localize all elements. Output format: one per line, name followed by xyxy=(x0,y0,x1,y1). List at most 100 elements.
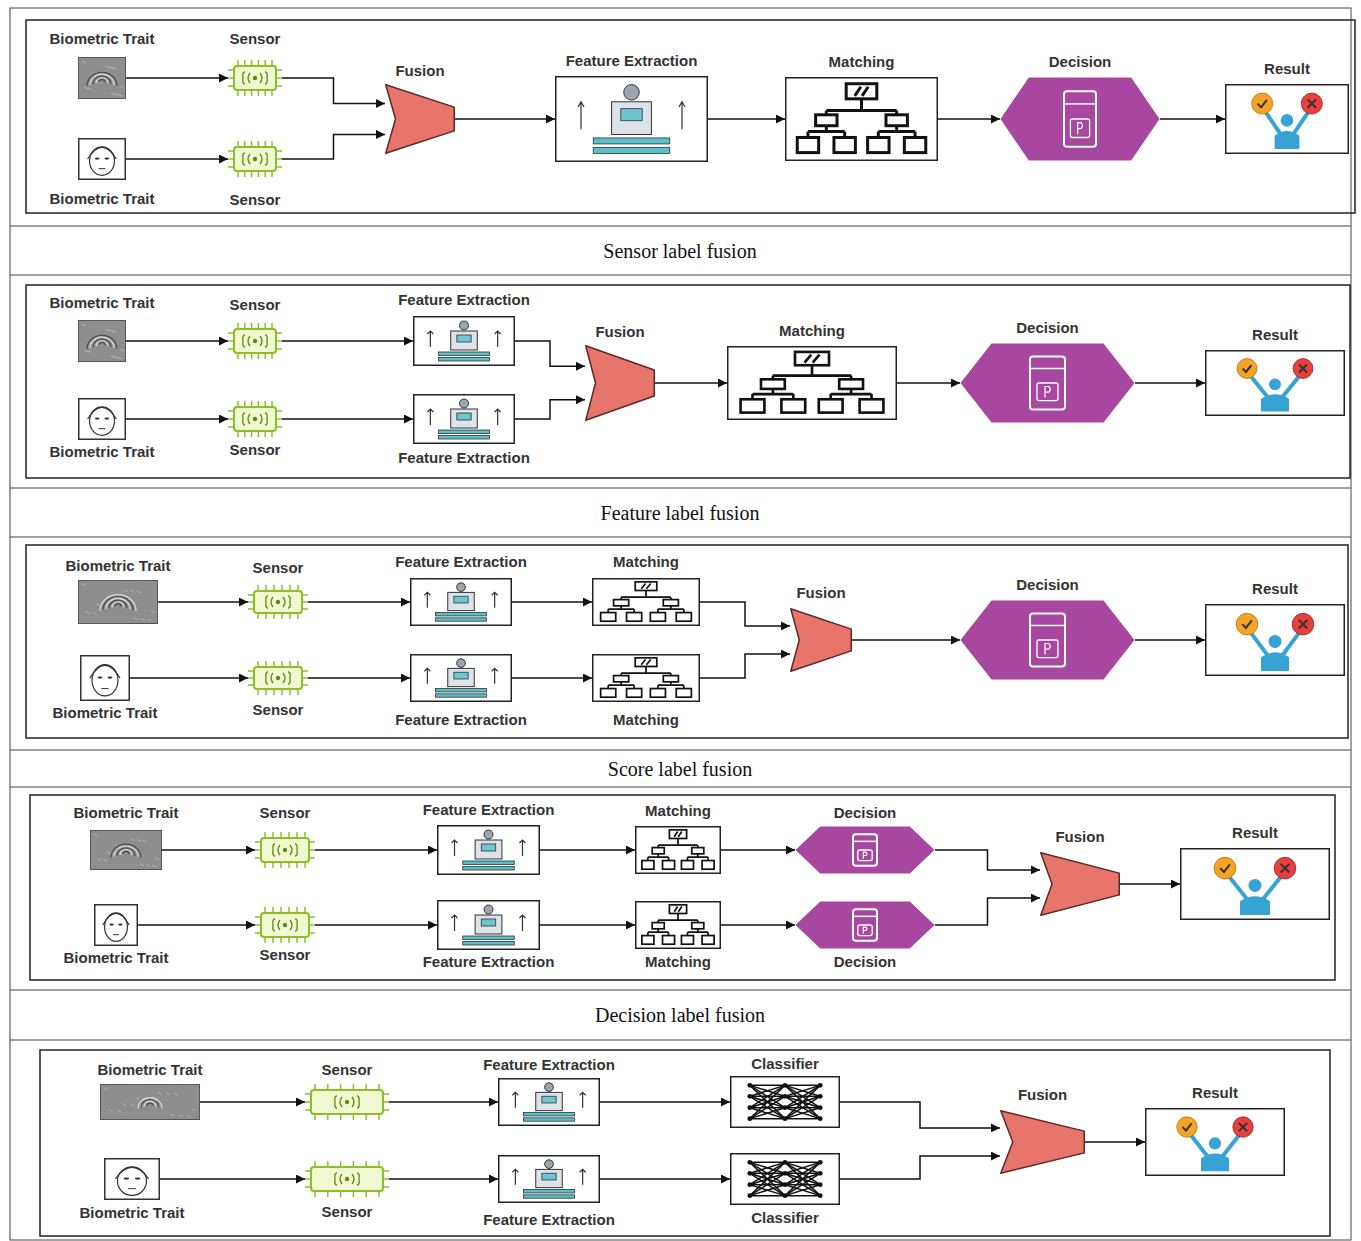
box-border xyxy=(411,655,512,702)
feature-extraction-box-icon xyxy=(410,654,512,702)
person-arm xyxy=(1265,111,1281,135)
node-label: Result xyxy=(1264,60,1310,78)
fe-arrow xyxy=(580,1092,586,1107)
face-eye xyxy=(118,924,122,926)
fingerprint-noise xyxy=(120,86,124,88)
fusion-shape xyxy=(1001,1111,1085,1174)
feature-extraction-box-icon xyxy=(498,1078,600,1126)
node-label: Fusion xyxy=(1055,828,1104,846)
chip-body xyxy=(261,838,309,862)
accept-check xyxy=(1182,1123,1191,1130)
tree-node xyxy=(761,379,785,389)
fe-body xyxy=(448,668,475,686)
decision-hexagon: Decision xyxy=(960,600,1135,680)
tree-icon xyxy=(741,352,884,413)
fingerprint-noise xyxy=(109,67,113,69)
tree-root xyxy=(635,658,657,667)
face-image-icon xyxy=(78,138,126,180)
fe-screen xyxy=(457,413,471,420)
node-label: Biometric Trait xyxy=(49,190,154,208)
connector-arrow xyxy=(126,418,228,420)
fingerprint-noise xyxy=(140,864,144,866)
tree-node xyxy=(652,923,664,929)
network-node xyxy=(783,1094,788,1099)
accept-circle xyxy=(1237,359,1257,379)
reject-circle xyxy=(1301,93,1322,114)
connector-arrow xyxy=(126,158,228,160)
fingerprint-ridge xyxy=(123,851,129,854)
node-label: Biometric Trait xyxy=(49,294,154,312)
face-eye xyxy=(109,924,113,926)
tree-leaf xyxy=(663,861,675,870)
face-image-icon xyxy=(94,904,138,946)
fusion-block-icon xyxy=(385,84,455,154)
connector-arrow xyxy=(158,601,248,603)
tree-root-mark xyxy=(641,660,651,665)
node-label: Sensor xyxy=(230,296,281,314)
chip-dot xyxy=(253,339,257,343)
matching-box-icon xyxy=(635,901,721,949)
connector-arrow xyxy=(600,1101,730,1103)
node-label: Feature Extraction xyxy=(398,449,530,467)
sensor-chip-icon xyxy=(248,585,308,619)
connector-arrow xyxy=(840,1102,1000,1128)
matching-box: Matching xyxy=(635,826,721,874)
panel-frame xyxy=(26,285,1350,478)
tree-leaf xyxy=(681,861,693,870)
connector-arrow xyxy=(308,601,410,603)
fingerprint-noise xyxy=(152,865,156,867)
fingerprint-image-icon xyxy=(100,1084,200,1120)
node-label: Decision xyxy=(834,953,897,971)
decision-hexagon: Decision xyxy=(960,343,1135,423)
result-box: Result xyxy=(1180,848,1330,920)
chip-dot xyxy=(283,848,287,852)
network-node xyxy=(747,1083,752,1088)
fe-arrow xyxy=(452,840,458,856)
network-link xyxy=(750,1085,785,1118)
node-label: Biometric Trait xyxy=(65,557,170,575)
node-label: Sensor xyxy=(260,804,311,822)
node-label: Biometric Trait xyxy=(79,1204,184,1222)
classifier-box: Classifier xyxy=(730,1153,840,1205)
table-rule xyxy=(10,226,1351,227)
tree-leaf xyxy=(650,689,665,698)
network-link xyxy=(750,1195,785,1197)
fusion-block-icon xyxy=(585,345,655,421)
network-node xyxy=(818,1182,823,1187)
box-border xyxy=(593,579,700,626)
caption: Score label fusion xyxy=(608,757,752,781)
fingerprint-noise xyxy=(105,66,109,68)
fingerprint-noise xyxy=(96,604,100,606)
sensor-chip-icon xyxy=(228,141,282,177)
fingerprint-image-icon xyxy=(90,830,162,870)
accept-check xyxy=(1220,864,1230,872)
chip-body xyxy=(234,407,276,431)
network-link xyxy=(785,1162,820,1184)
network-link xyxy=(785,1085,820,1118)
tree-root-mark xyxy=(855,87,868,96)
server-panel xyxy=(858,850,872,861)
chip-body xyxy=(261,913,309,937)
connector-arrow xyxy=(700,602,790,626)
table-rule xyxy=(10,750,1351,751)
fingerprint-ridge xyxy=(100,595,136,611)
caption: Feature label fusion xyxy=(601,501,760,525)
network-icon xyxy=(747,1160,822,1198)
node-label: Biometric Trait xyxy=(97,1061,202,1079)
tree-leaf xyxy=(702,936,714,945)
network-node xyxy=(818,1094,823,1099)
fingerprint-ridge xyxy=(144,1101,156,1106)
fingerprint-noise xyxy=(131,839,135,841)
chip-wave xyxy=(335,1173,360,1185)
network-link xyxy=(750,1185,785,1196)
network-node xyxy=(818,1171,823,1176)
decision-hexagon: Decision xyxy=(795,901,935,949)
person-arm xyxy=(1282,631,1300,655)
connector-arrow xyxy=(282,340,413,342)
chip-body xyxy=(234,66,276,90)
server-outline xyxy=(1064,91,1096,146)
fingerprint-noise xyxy=(84,350,88,352)
fingerprint-noise xyxy=(170,1114,174,1116)
fe-bar xyxy=(524,1195,575,1198)
node-label: Decision xyxy=(1016,576,1079,594)
